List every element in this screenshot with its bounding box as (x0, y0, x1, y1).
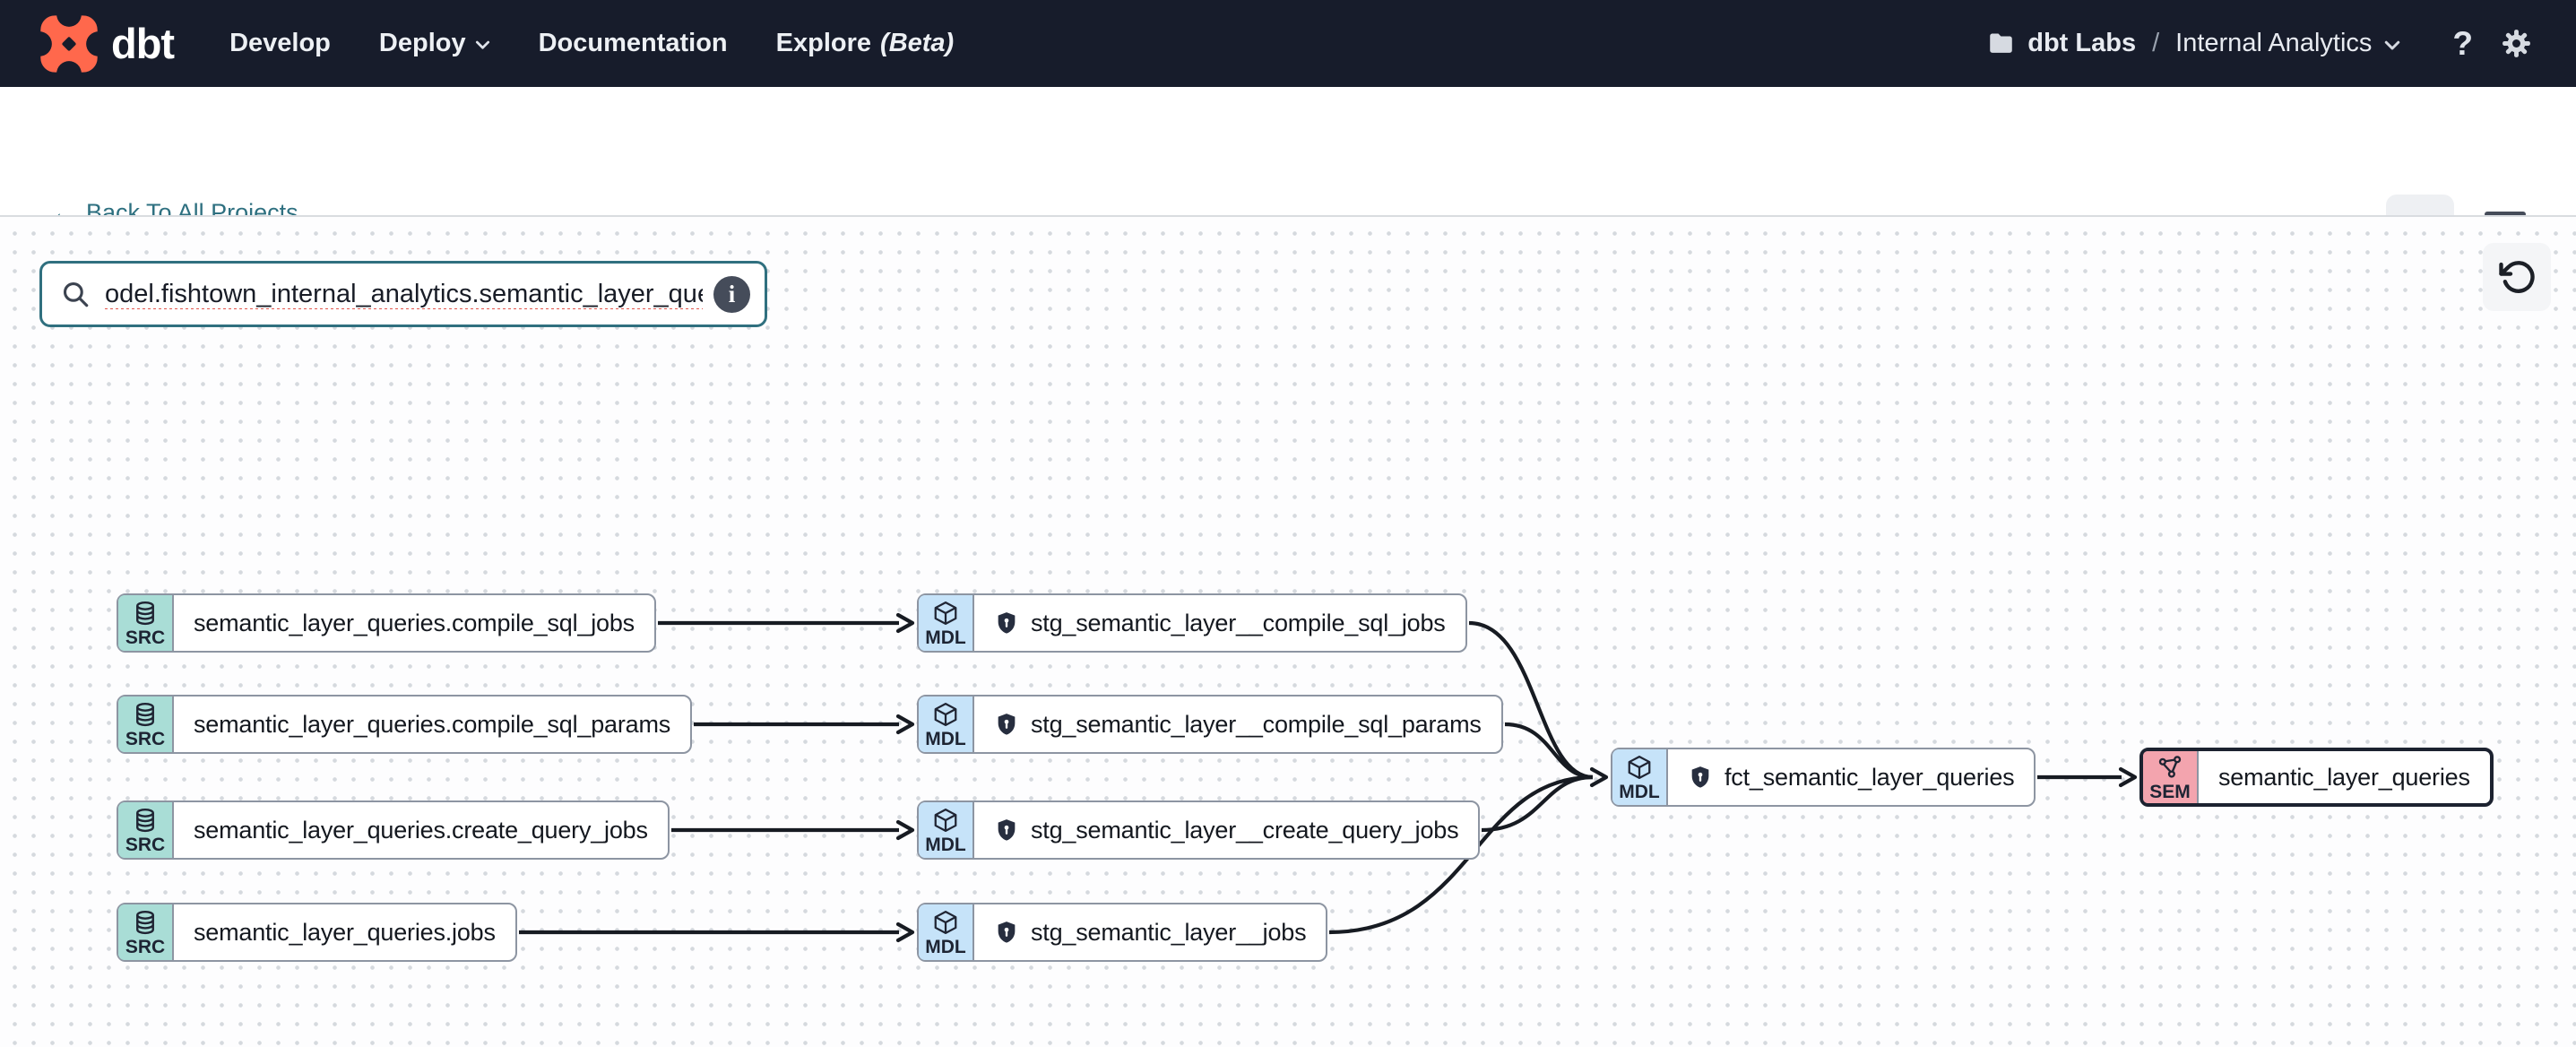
node-label: stg_semantic_layer__compile_sql_jobs (1031, 609, 1446, 636)
node-type-label: SRC (125, 728, 166, 749)
search-input[interactable] (103, 278, 705, 310)
dbt-logo[interactable]: dbt (39, 13, 175, 74)
node-type-label: SRC (125, 936, 166, 957)
graph-node-src_jobs[interactable]: SRC semantic_layer_queries.jobs (117, 903, 517, 962)
node-body: semantic_layer_queries.compile_sql_param… (174, 697, 690, 752)
account-breadcrumb[interactable]: dbt Labs / Internal Analytics (1987, 29, 2400, 58)
graph-node-stg_compile_sql_params[interactable]: MDL stg_semantic_layer__compile_sql_param… (917, 695, 1503, 754)
navbar-menu: Develop Deploy Documentation Explore(Beta) (229, 29, 954, 58)
model-cube-icon (932, 909, 959, 936)
node-type-badge: MDL (919, 595, 974, 651)
node-body: fct_semantic_layer_queries (1668, 749, 2034, 805)
search-icon (60, 279, 91, 309)
reset-icon (2498, 258, 2536, 296)
database-icon (132, 600, 159, 627)
node-type-badge: SRC (118, 697, 174, 752)
node-type-badge: SEM (2143, 751, 2199, 803)
node-label: stg_semantic_layer__compile_sql_params (1031, 710, 1482, 738)
node-label: fct_semantic_layer_queries (1725, 763, 2015, 791)
node-body: stg_semantic_layer__jobs (974, 904, 1326, 960)
lineage-search-box: i (39, 261, 767, 327)
node-body: semantic_layer_queries.compile_sql_jobs (174, 595, 654, 651)
node-body: semantic_layer_queries (2199, 751, 2490, 803)
top-navbar: dbt Develop Deploy Documentation Explore(Be… (0, 0, 2576, 87)
node-type-badge: SRC (118, 802, 174, 858)
model-cube-icon (1626, 754, 1653, 781)
node-body: stg_semantic_layer__create_query_jobs (974, 802, 1478, 858)
node-type-badge: MDL (919, 802, 974, 858)
model-cube-icon (932, 807, 959, 834)
database-icon (132, 701, 159, 728)
help-icon[interactable]: ? (2452, 25, 2473, 62)
semantic-model-icon (2157, 754, 2183, 781)
node-type-label: MDL (925, 627, 966, 648)
database-icon (132, 909, 159, 936)
dbt-brand-text: dbt (111, 20, 175, 67)
reset-view-button[interactable] (2483, 243, 2551, 311)
dbt-logo-icon (39, 13, 99, 74)
graph-node-fct[interactable]: MDL fct_semantic_layer_queries (1611, 748, 2036, 807)
node-type-label: MDL (925, 936, 966, 957)
shield-icon (994, 712, 1019, 737)
node-type-badge: MDL (1612, 749, 1668, 805)
breadcrumb-separator: / (2152, 29, 2160, 57)
shield-icon (1688, 765, 1713, 790)
node-body: stg_semantic_layer__compile_sql_jobs (974, 595, 1465, 651)
node-type-badge: MDL (919, 697, 974, 752)
node-label: semantic_layer_queries (2218, 763, 2470, 791)
folder-icon (1987, 30, 2015, 57)
node-type-label: SRC (125, 834, 166, 855)
node-type-label: SEM (2149, 781, 2191, 802)
node-type-badge: SRC (118, 595, 174, 651)
graph-node-src_create_query_jobs[interactable]: SRC semantic_layer_queries.create_query_j… (117, 800, 670, 860)
graph-node-sem[interactable]: SEM semantic_layer_queries (2139, 748, 2494, 807)
graph-node-stg_compile_sql_jobs[interactable]: MDL stg_semantic_layer__compile_sql_jobs (917, 593, 1467, 653)
node-type-label: MDL (925, 728, 966, 749)
node-type-badge: MDL (919, 904, 974, 960)
nav-item-documentation[interactable]: Documentation (538, 29, 728, 57)
node-type-label: MDL (1619, 781, 1660, 802)
node-label: stg_semantic_layer__jobs (1031, 918, 1307, 946)
nav-item-explore[interactable]: Explore(Beta) (775, 29, 955, 57)
graph-node-src_compile_sql_params[interactable]: SRC semantic_layer_queries.compile_sql_pa… (117, 695, 693, 754)
graph-node-src_compile_sql_jobs[interactable]: SRC semantic_layer_queries.compile_sql_jo… (117, 593, 656, 653)
model-cube-icon (932, 701, 959, 728)
chevron-down-icon (2384, 40, 2400, 51)
database-icon (132, 807, 159, 834)
node-label: semantic_layer_queries.jobs (194, 918, 496, 946)
model-cube-icon (932, 600, 959, 627)
info-icon[interactable]: i (713, 275, 750, 313)
node-body: stg_semantic_layer__compile_sql_params (974, 697, 1501, 752)
node-label: semantic_layer_queries.compile_sql_jobs (194, 609, 635, 636)
node-type-label: MDL (925, 834, 966, 855)
node-label: semantic_layer_queries.compile_sql_param… (194, 710, 671, 738)
project-header: ← Back To All Projects Internal Analytic… (0, 87, 2576, 271)
shield-icon (994, 610, 1019, 636)
shield-icon (994, 818, 1019, 843)
node-label: stg_semantic_layer__create_query_jobs (1031, 816, 1459, 844)
shield-icon (994, 920, 1019, 945)
node-label: semantic_layer_queries.create_query_jobs (194, 816, 648, 844)
node-type-label: SRC (125, 627, 166, 648)
graph-node-stg_create_query_jobs[interactable]: MDL stg_semantic_layer__create_query_jobs (917, 800, 1481, 860)
breadcrumb-account: dbt Labs (2027, 29, 2137, 57)
graph-node-stg_jobs[interactable]: MDL stg_semantic_layer__jobs (917, 903, 1328, 962)
header-divider (0, 215, 2576, 217)
node-body: semantic_layer_queries.jobs (174, 904, 515, 960)
gear-icon[interactable] (2500, 27, 2533, 60)
breadcrumb-project[interactable]: Internal Analytics (2175, 29, 2373, 57)
node-body: semantic_layer_queries.create_query_jobs (174, 802, 668, 858)
nav-item-develop[interactable]: Develop (229, 29, 331, 57)
node-type-badge: SRC (118, 904, 174, 960)
nav-item-deploy[interactable]: Deploy (379, 29, 490, 58)
